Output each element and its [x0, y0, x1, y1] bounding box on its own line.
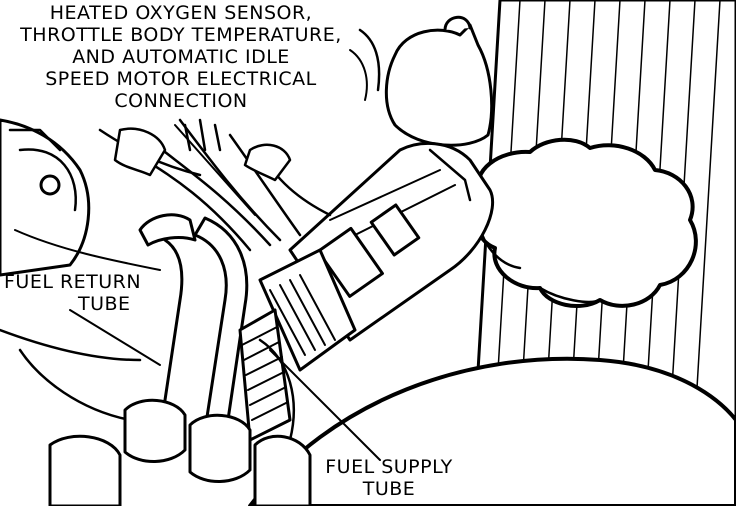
- leader-lines: [69, 124, 381, 461]
- callout-line: TUBE: [362, 478, 416, 500]
- callout-line: FUEL SUPPLY: [325, 456, 453, 478]
- callout-line: THROTTLE BODY TEMPERATURE,: [20, 24, 342, 46]
- callout-line: CONNECTION: [114, 90, 248, 112]
- leader-oxygen-sensor: [174, 124, 256, 216]
- callout-line: AND AUTOMATIC IDLE: [72, 46, 290, 68]
- upper-left-components: [8, 118, 292, 182]
- leader-fuel-supply: [269, 349, 381, 461]
- fuel-supply-tube: [238, 308, 295, 442]
- callout-fuel-supply-tube: FUEL SUPPLY TUBE: [308, 456, 470, 500]
- fuel-return-tube: [138, 213, 249, 442]
- callout-line: HEATED OXYGEN SENSOR,: [49, 2, 313, 24]
- callout-oxygen-sensor-connection: HEATED OXYGEN SENSOR, THROTTLE BODY TEMP…: [0, 2, 362, 112]
- upper-hose: [349, 15, 494, 147]
- oil-filler-cap-icon: [473, 137, 698, 308]
- engine-left-housing: [0, 118, 161, 422]
- air-cleaner-dome: [248, 356, 736, 506]
- callout-line: TUBE: [78, 293, 131, 315]
- tube-clamps: [48, 398, 312, 506]
- leader-fuel-return: [69, 309, 161, 366]
- electrical-connector: [258, 248, 357, 372]
- callout-line: FUEL RETURN: [4, 271, 142, 293]
- callout-fuel-return-tube: FUEL RETURN TUBE: [4, 271, 164, 315]
- throttle-body: [288, 141, 495, 342]
- callout-line: SPEED MOTOR ELECTRICAL: [45, 68, 317, 90]
